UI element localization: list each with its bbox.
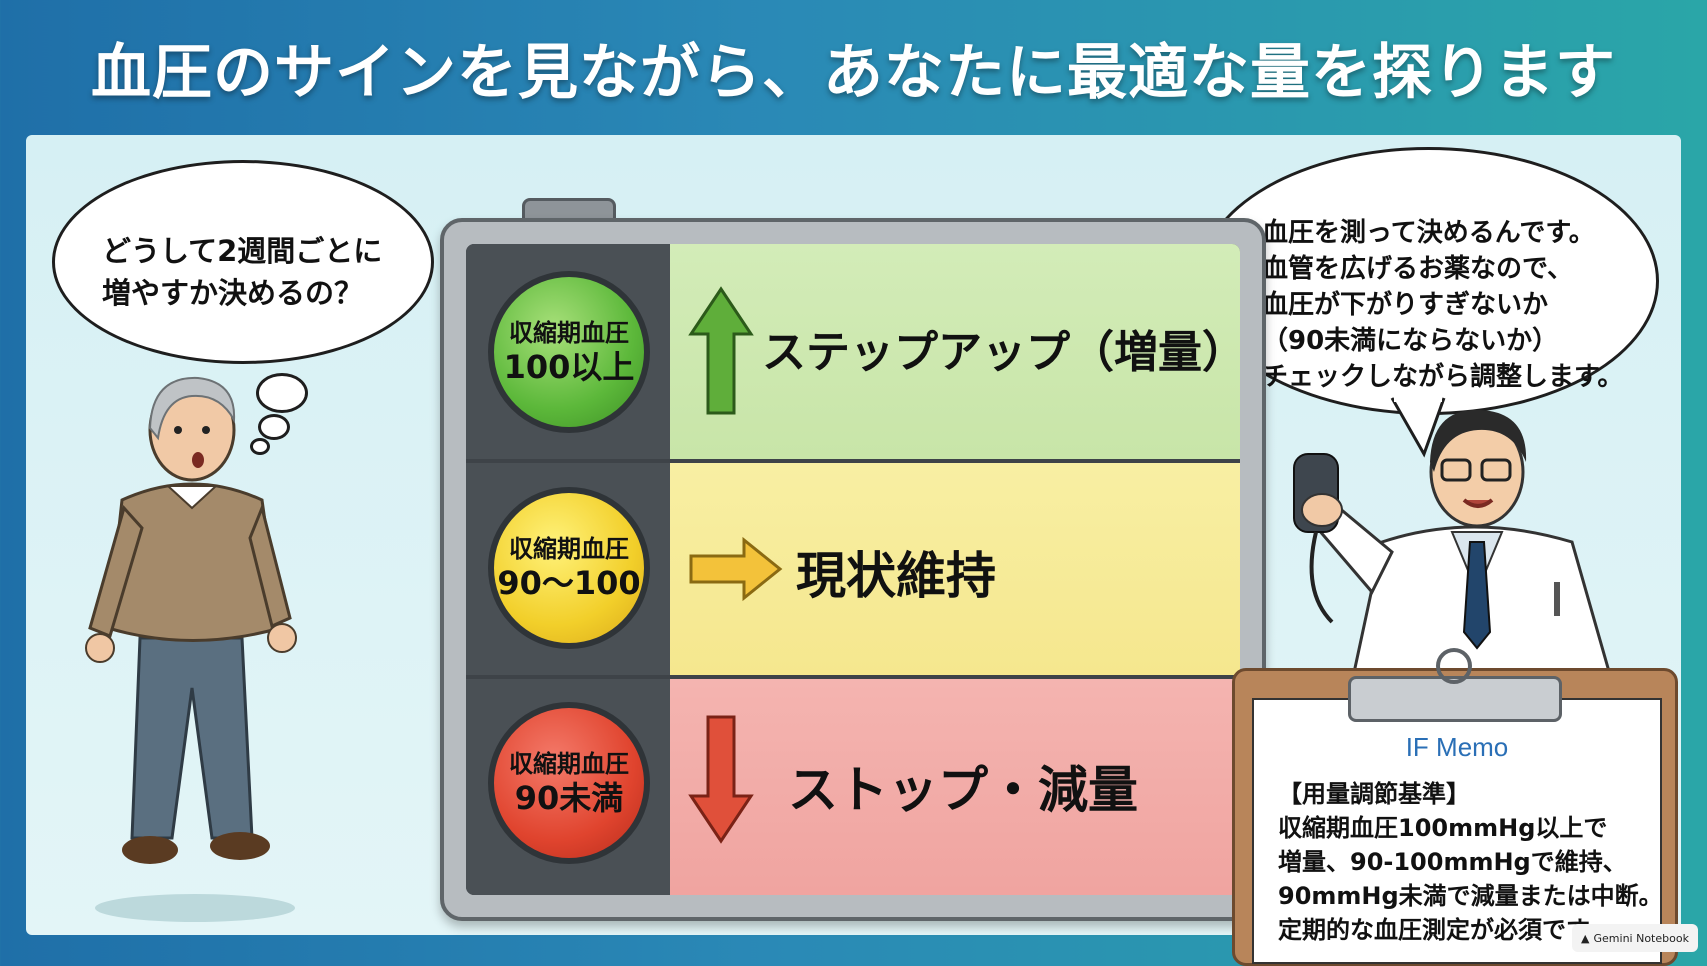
memo-line-5: 定期的な血圧測定が必須です。 bbox=[1278, 916, 1612, 944]
row-step-up bbox=[670, 244, 1240, 459]
thought-dot-small bbox=[250, 438, 270, 455]
step-up-label: ステップアップ（増量） bbox=[762, 327, 1240, 378]
right-arrow-icon bbox=[689, 536, 783, 602]
doctor-illustration bbox=[1293, 409, 1614, 682]
doctor-line-5: チェックしながら調整します。 bbox=[1262, 362, 1624, 392]
patient-thought-bubble bbox=[52, 160, 434, 364]
elderly-patient-illustration bbox=[85, 376, 297, 922]
patient-left-eye bbox=[174, 426, 182, 434]
patient-left-hand bbox=[85, 633, 115, 663]
patient-question-line1: どうして2週間ごとに bbox=[102, 234, 383, 268]
memo-line-1: 【用量調節基準】 bbox=[1278, 780, 1470, 808]
gemini-notebook-badge: ▲ Gemini Notebook bbox=[1572, 924, 1698, 952]
yellow-signal-lamp: 収縮期血圧 90〜100 bbox=[488, 487, 650, 649]
traffic-signal-board: 収縮期血圧 100以上 収縮期血圧 90〜100 収縮期血圧 90未満 ステップ… bbox=[440, 218, 1266, 921]
row-divider-2 bbox=[466, 675, 1240, 679]
doctor-glasses-left bbox=[1440, 458, 1472, 482]
notebook-icon: ▲ bbox=[1581, 931, 1590, 945]
clipboard-ring bbox=[1436, 648, 1472, 684]
thought-dot-large bbox=[256, 373, 308, 413]
green-signal-lamp: 収縮期血圧 100以上 bbox=[488, 271, 650, 433]
patient-pants bbox=[130, 636, 254, 840]
patient-collar bbox=[165, 485, 219, 510]
stop-reduce-label: ストップ・減量 bbox=[788, 761, 1138, 819]
patient-question-line2: 増やすか決めるの？ bbox=[102, 276, 364, 310]
patient-left-shoe bbox=[122, 836, 178, 864]
badge-label: Gemini Notebook bbox=[1593, 931, 1689, 945]
memo-line-2: 収縮期血圧100mmHg以上で bbox=[1278, 814, 1608, 842]
thought-dot-medium bbox=[258, 414, 290, 440]
doctor-tie bbox=[1462, 541, 1492, 650]
patient-mouth bbox=[192, 452, 204, 468]
maintain-label: 現状維持 bbox=[796, 547, 996, 605]
memo-paper: IF Memo 【用量調節基準】 収縮期血圧100mmHg以上で 増量、90-1… bbox=[1252, 698, 1663, 964]
doctor-line-4: （90未満にならないか） bbox=[1262, 326, 1559, 356]
red-lamp-label: 収縮期血圧 bbox=[509, 750, 629, 778]
red-lamp-value: 90未満 bbox=[514, 779, 624, 817]
yellow-lamp-value: 90〜100 bbox=[497, 564, 641, 602]
doctor-line-2: 血管を広げるお薬なので、 bbox=[1262, 254, 1573, 284]
green-lamp-value: 100以上 bbox=[503, 348, 635, 386]
patient-right-arm bbox=[248, 503, 292, 629]
patient-right-eye bbox=[202, 426, 210, 434]
memo-line-3: 増量、90-100mmHgで維持、 bbox=[1278, 848, 1627, 876]
doctor-hand bbox=[1301, 493, 1343, 527]
doctor-mouth bbox=[1462, 498, 1494, 508]
bp-tube bbox=[1309, 531, 1334, 624]
patient-left-arm bbox=[88, 504, 144, 639]
doctor-hair bbox=[1430, 409, 1527, 472]
doctor-line-3: 血圧が下がりすぎないか bbox=[1262, 290, 1549, 320]
patient-shadow bbox=[95, 894, 295, 922]
doctor-line-1: 血圧を測って決めるんです。 bbox=[1262, 218, 1595, 248]
red-signal-lamp: 収縮期血圧 90未満 bbox=[488, 702, 650, 864]
patient-right-hand bbox=[267, 623, 297, 653]
patient-right-shoe bbox=[210, 832, 270, 860]
green-lamp-label: 収縮期血圧 bbox=[509, 319, 629, 347]
row-stop-reduce bbox=[670, 679, 1240, 895]
memo-line-4: 90mmHg未満で減量または中断。 bbox=[1278, 882, 1663, 910]
memo-title: IF Memo bbox=[1405, 732, 1509, 762]
down-arrow-icon bbox=[688, 715, 754, 844]
signal-board-inner: 収縮期血圧 100以上 収縮期血圧 90〜100 収縮期血圧 90未満 ステップ… bbox=[466, 244, 1240, 895]
page-title: 血圧のサインを見ながら、あなたに最適な量を探ります bbox=[91, 38, 1616, 108]
yellow-lamp-label: 収縮期血圧 bbox=[509, 535, 629, 563]
doctor-glasses-right bbox=[1480, 458, 1512, 482]
up-arrow-icon bbox=[688, 286, 754, 415]
row-divider-1 bbox=[466, 459, 1240, 463]
pen-icon bbox=[1554, 582, 1560, 616]
doctor-bubble-tail bbox=[1390, 396, 1446, 458]
patient-hair bbox=[148, 376, 236, 441]
